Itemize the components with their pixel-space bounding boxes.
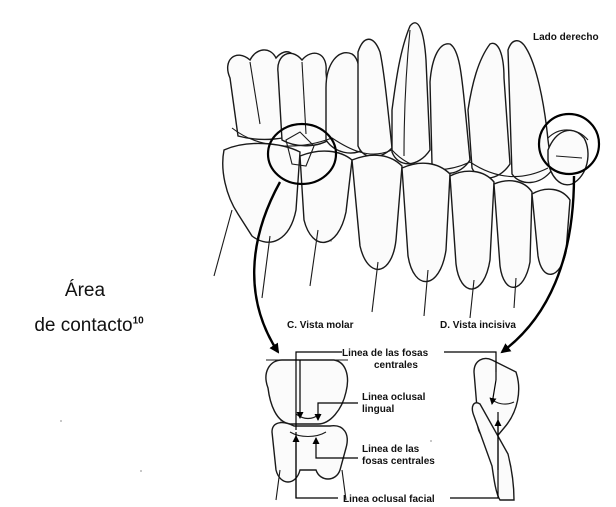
label-central-fossa-top-1: Linea de las fosas	[342, 348, 429, 359]
label-facial-occlusal: Linea oclusal facial	[343, 494, 435, 505]
molar-view	[266, 360, 348, 500]
side-label: Lado derecho	[533, 32, 599, 43]
label-lingual-occlusal-2: lingual	[362, 404, 394, 415]
label-central-fossa-mid-2: fosas centrales	[362, 456, 435, 467]
label-central-fossa-mid-1: Linea de las	[362, 444, 420, 455]
panel-c-title: C. Vista molar	[287, 320, 354, 331]
label-central-fossa-top-2: centrales	[374, 360, 418, 371]
label-lingual-occlusal-1: Linea oclusal	[362, 392, 426, 403]
panel-d-title: D. Vista incisiva	[440, 320, 516, 331]
